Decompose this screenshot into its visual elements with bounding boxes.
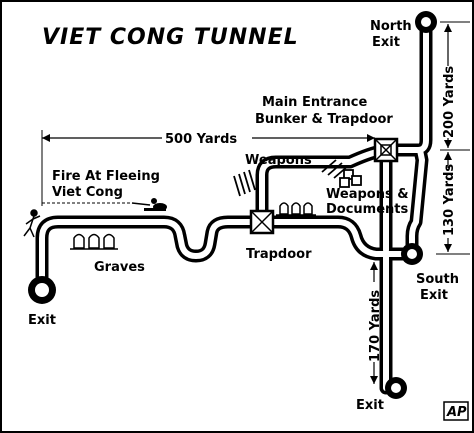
north-exit-label-line1: North	[370, 19, 412, 34]
weapons-documents-label-line1: Weapons &	[326, 187, 409, 202]
map-title: VIET CONG TUNNEL	[42, 25, 299, 50]
main-entrance-label-line2: Bunker & Trapdoor	[255, 112, 393, 127]
distance-170-label: 170 Yards	[368, 290, 383, 362]
weapons-documents-icon	[321, 159, 362, 188]
distance-200-yards: 200 Yards	[440, 21, 470, 151]
graves-icon	[70, 233, 118, 250]
fire-label-line1: Fire At Fleeing	[52, 169, 160, 184]
distance-500-yards: 500 Yards	[41, 130, 375, 206]
graves-label: Graves	[94, 260, 145, 275]
left-exit-label: Exit	[28, 313, 56, 328]
north-exit-marker	[415, 11, 437, 33]
weapons-documents-label-line2: Documents	[326, 202, 409, 217]
fleeing-figure-icon	[23, 209, 41, 238]
distance-500-label: 500 Yards	[165, 132, 237, 147]
weapons-icon	[233, 169, 256, 197]
distance-130-label: 130 Yards	[442, 164, 457, 236]
soldier-icon	[131, 198, 167, 211]
distance-200-label: 200 Yards	[442, 66, 457, 138]
ap-credit-logo: AP	[443, 401, 469, 421]
trapdoor-box	[249, 209, 275, 235]
left-exit-marker	[28, 276, 56, 304]
south-exit-marker	[401, 243, 423, 265]
bottom-exit-marker	[385, 377, 407, 399]
main-entrance-trapdoor-box	[373, 137, 399, 163]
bottom-exit-label: Exit	[356, 398, 384, 413]
north-exit-label-line2: Exit	[372, 35, 400, 50]
distance-130-yards: 130 Yards	[436, 152, 470, 255]
trapdoor-label: Trapdoor	[246, 247, 312, 262]
main-entrance-label-line1: Main Entrance	[262, 95, 367, 110]
distance-170-yards: 170 Yards	[368, 262, 383, 384]
south-exit-label-line2: Exit	[420, 288, 448, 303]
weapons-label: Weapons	[245, 153, 312, 168]
ap-credit-text: AP	[446, 405, 467, 420]
graves-near-trapdoor-icon	[276, 202, 316, 216]
fire-label-line2: Viet Cong	[52, 185, 123, 200]
south-exit-label-line1: South	[416, 272, 459, 287]
